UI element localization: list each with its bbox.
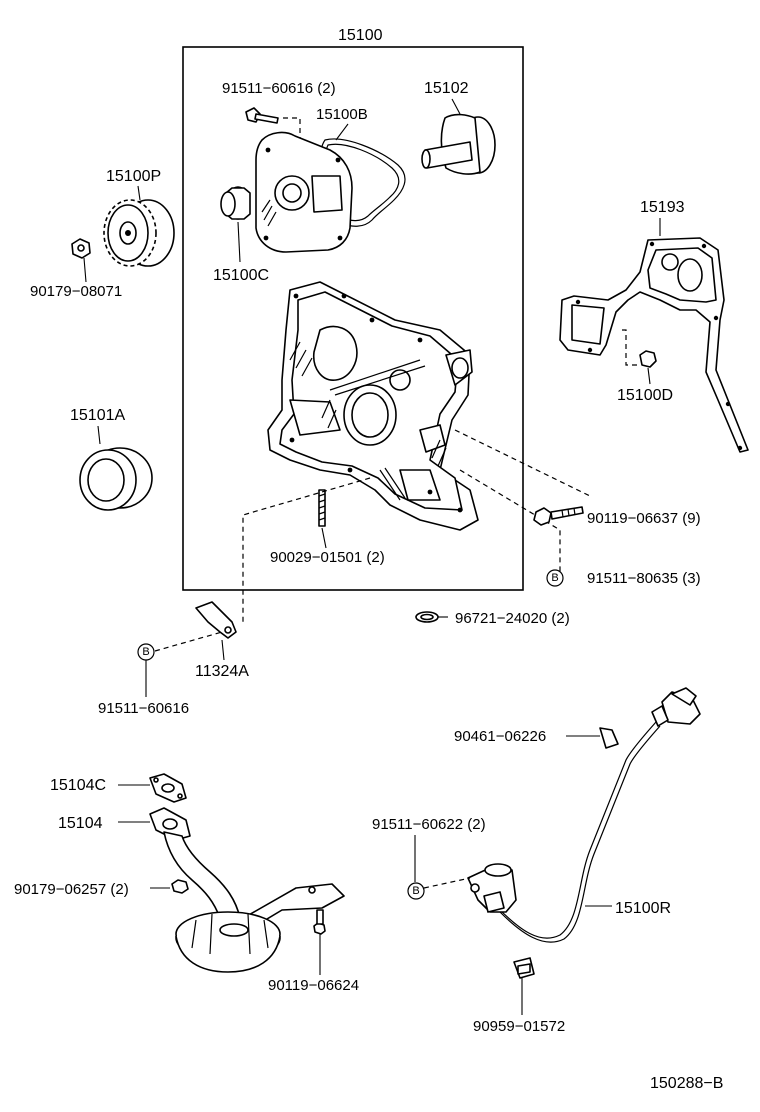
clamp-90461-06226-part[interactable] — [599, 727, 619, 749]
dash-leader-b-sensor — [423, 877, 471, 889]
label-90959-01572: 90959−01572 — [473, 1018, 565, 1035]
leader-15102 — [451, 98, 461, 115]
oil-seal-15101A-part[interactable] — [79, 447, 153, 511]
assembly-box-15100 — [182, 46, 524, 591]
leader-90179-08071 — [83, 257, 87, 283]
label-15101A: 15101A — [70, 407, 125, 424]
bracket-11324A-part[interactable] — [195, 601, 237, 639]
label-11324A: 11324A — [195, 663, 249, 680]
plug-15100D-part[interactable] — [639, 350, 657, 368]
svg-text:B: B — [142, 646, 149, 658]
sensor-harness-wire — [497, 721, 657, 939]
diagram-number: 150288−B — [650, 1075, 723, 1092]
bolt-91511-60616-part[interactable] — [245, 107, 279, 124]
leader-15101A — [97, 425, 101, 445]
leader-11324A — [221, 639, 225, 661]
clamp-90959-01572-part[interactable] — [513, 957, 535, 979]
label-15100: 15100 — [338, 27, 383, 44]
bolt-90119-06637-part[interactable] — [533, 506, 584, 526]
label-90179-06257-2: 90179−06257 (2) — [14, 881, 129, 898]
label-15104: 15104 — [58, 815, 103, 832]
stud-90029-01501-part[interactable] — [318, 489, 326, 527]
oil-strainer-15104-part[interactable] — [149, 807, 345, 973]
svg-text:B: B — [412, 885, 419, 897]
oil-seal-15100C-part[interactable] — [220, 186, 251, 220]
leader-15100B — [335, 123, 349, 141]
nut-90179-08071-part[interactable] — [71, 238, 91, 259]
label-15102: 15102 — [424, 80, 469, 97]
label-91511-60622-2: 91511−60622 (2) — [372, 816, 486, 833]
leader-15100P — [137, 185, 141, 201]
label-15104C: 15104C — [50, 777, 106, 794]
dash-leader-90119-06637 — [454, 429, 593, 498]
label-90461-06226: 90461−06226 — [454, 728, 546, 745]
timing-gear-15100P-part[interactable] — [103, 199, 175, 267]
bolt-90119-06624-part[interactable] — [313, 909, 326, 935]
crank-sensor-15100R-part[interactable] — [467, 863, 517, 913]
connector-part[interactable] — [651, 687, 701, 727]
label-90119-06637-9: 90119−06637 (9) — [587, 510, 701, 527]
label-91511-60616: 91511−60616 — [98, 700, 189, 717]
label-15100R: 15100R — [615, 900, 671, 917]
label-15100D: 15100D — [617, 387, 673, 404]
label-90179-08071: 90179−08071 — [30, 283, 122, 300]
pump-rotor-15102-part[interactable] — [421, 113, 496, 175]
b-marker-60622 — [407, 882, 425, 900]
label-90029-01501-2: 90029−01501 (2) — [270, 549, 385, 566]
leader-15100C — [237, 221, 241, 263]
leader-15100D — [647, 367, 651, 385]
label-90119-06624: 90119−06624 — [268, 977, 359, 994]
gasket-15193-part[interactable] — [559, 237, 749, 453]
b-marker-80635 — [546, 569, 564, 587]
label-15100P: 15100P — [106, 168, 161, 185]
nut-90179-06257-part[interactable] — [171, 879, 189, 894]
svg-text:B: B — [551, 572, 558, 584]
oring-96721-24020-part[interactable] — [415, 611, 439, 623]
label-96721-24020-2: 96721−24020 (2) — [455, 610, 570, 627]
label-91511-80635-3: 91511−80635 (3) — [587, 570, 701, 587]
pump-cover-part[interactable] — [255, 131, 353, 253]
label-15100C: 15100C — [213, 267, 269, 284]
leader-90029-01501 — [321, 527, 327, 549]
label-15100B: 15100B — [316, 106, 368, 123]
dash-leader-15100D — [622, 329, 640, 366]
label-15193: 15193 — [640, 199, 685, 216]
dash-leader-b-bracket — [154, 631, 223, 652]
gasket-15104C-part[interactable] — [149, 773, 187, 803]
label-91511-60616-2: 91511−60616 (2) — [222, 80, 336, 97]
dash-leader-91511-80635 — [459, 469, 561, 575]
oil-pump-housing-part[interactable] — [267, 281, 479, 531]
